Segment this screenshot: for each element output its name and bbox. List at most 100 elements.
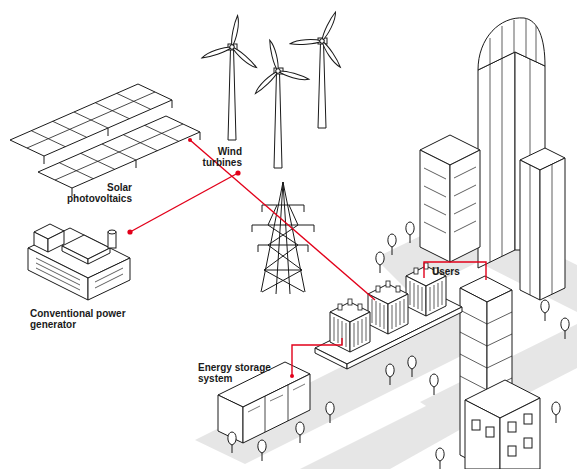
transmission-tower [258, 245, 259, 252]
generator-set [95, 268, 123, 282]
wind-turbine [200, 10, 266, 70]
transmission-tower [252, 225, 253, 232]
apartment-building [424, 186, 446, 197]
power-line [424, 262, 486, 280]
transmission-tower [304, 205, 305, 212]
leader-dot [235, 170, 240, 175]
office-building [536, 26, 537, 62]
storage-container [243, 374, 310, 443]
power-line [190, 140, 375, 300]
tree-group [228, 356, 560, 469]
transmission-tower [252, 225, 314, 226]
transmission-tower [314, 225, 315, 232]
house-building [524, 414, 532, 424]
office-building [514, 20, 515, 52]
storage-container [248, 406, 260, 412]
tree-group [388, 234, 396, 255]
power-line [130, 173, 238, 232]
transmission-tower [262, 270, 302, 292]
apartment-building [454, 203, 476, 214]
tree-group [552, 402, 560, 423]
transmission-tower [264, 270, 304, 292]
apartment-building [454, 185, 476, 196]
house-building [508, 422, 516, 432]
storage-container [270, 395, 283, 401]
tree-group [386, 364, 394, 385]
generator-set [95, 274, 123, 288]
house-building [472, 420, 480, 430]
office-building [502, 58, 503, 256]
house-building [500, 398, 540, 469]
office-building [478, 18, 545, 70]
user-building [460, 332, 487, 346]
transformer-group [368, 281, 408, 334]
generator-set [34, 232, 48, 252]
transmission-tower [268, 225, 298, 245]
part-label: Energy storage system [198, 362, 280, 384]
generator-set [36, 268, 80, 290]
apartment-building [454, 221, 476, 232]
storage-container [293, 384, 305, 390]
transmission-tower [252, 182, 314, 294]
generator-set [108, 230, 116, 234]
office-building [490, 38, 491, 64]
transformer-group [330, 299, 370, 352]
tree-group [228, 432, 236, 453]
tree-group [258, 440, 266, 461]
wind-turbine [228, 48, 236, 140]
apartment-building [454, 167, 476, 178]
office-building [478, 52, 515, 268]
power-line [130, 140, 486, 376]
generator-set [36, 258, 80, 280]
ground-area [300, 404, 470, 469]
office-building [526, 19, 527, 57]
part-label: Solar photovoltaics [62, 182, 132, 204]
wind-turbine [242, 33, 311, 168]
tree-group [541, 300, 549, 321]
apartment-building [424, 168, 446, 179]
leader-dot [127, 229, 132, 234]
wind-turbine [288, 0, 362, 70]
generator-set [28, 224, 130, 300]
substation-platform [315, 348, 347, 369]
apartment-building [424, 222, 446, 233]
wind-turbine [288, 0, 362, 128]
user-building [460, 376, 487, 390]
user-building [460, 310, 487, 324]
apartment-building [420, 150, 450, 262]
tower-building [520, 148, 565, 300]
office-building [502, 26, 503, 58]
tree-group [436, 448, 444, 469]
user-building [487, 356, 512, 368]
house-building [465, 400, 500, 469]
house-building [508, 446, 516, 456]
solar-photovoltaic-array [10, 84, 200, 196]
part-label: Users [432, 266, 472, 277]
transmission-tower [268, 245, 302, 270]
apartment-building [424, 204, 446, 215]
tower-building [530, 165, 531, 295]
part-label: Wind turbines [196, 146, 242, 168]
tree-group [406, 222, 414, 243]
office-building [490, 64, 491, 262]
tree-group [561, 318, 569, 339]
wind-turbine [200, 10, 266, 140]
power-line [292, 338, 342, 376]
transmission-tower [308, 245, 309, 252]
tower-building [540, 158, 565, 300]
user-building [460, 354, 487, 368]
leader-dot [290, 374, 294, 378]
transmission-tower [258, 245, 308, 246]
leader-dot [127, 138, 294, 378]
apartment-building [420, 135, 480, 262]
tree-group [326, 402, 334, 423]
tower-building [520, 160, 540, 300]
transmission-tower [264, 270, 302, 271]
tree-group [296, 422, 304, 443]
house-building [486, 427, 494, 437]
storage-container [288, 385, 289, 421]
transmission-tower [262, 205, 263, 212]
part-label: Conventional power generator [30, 308, 130, 330]
